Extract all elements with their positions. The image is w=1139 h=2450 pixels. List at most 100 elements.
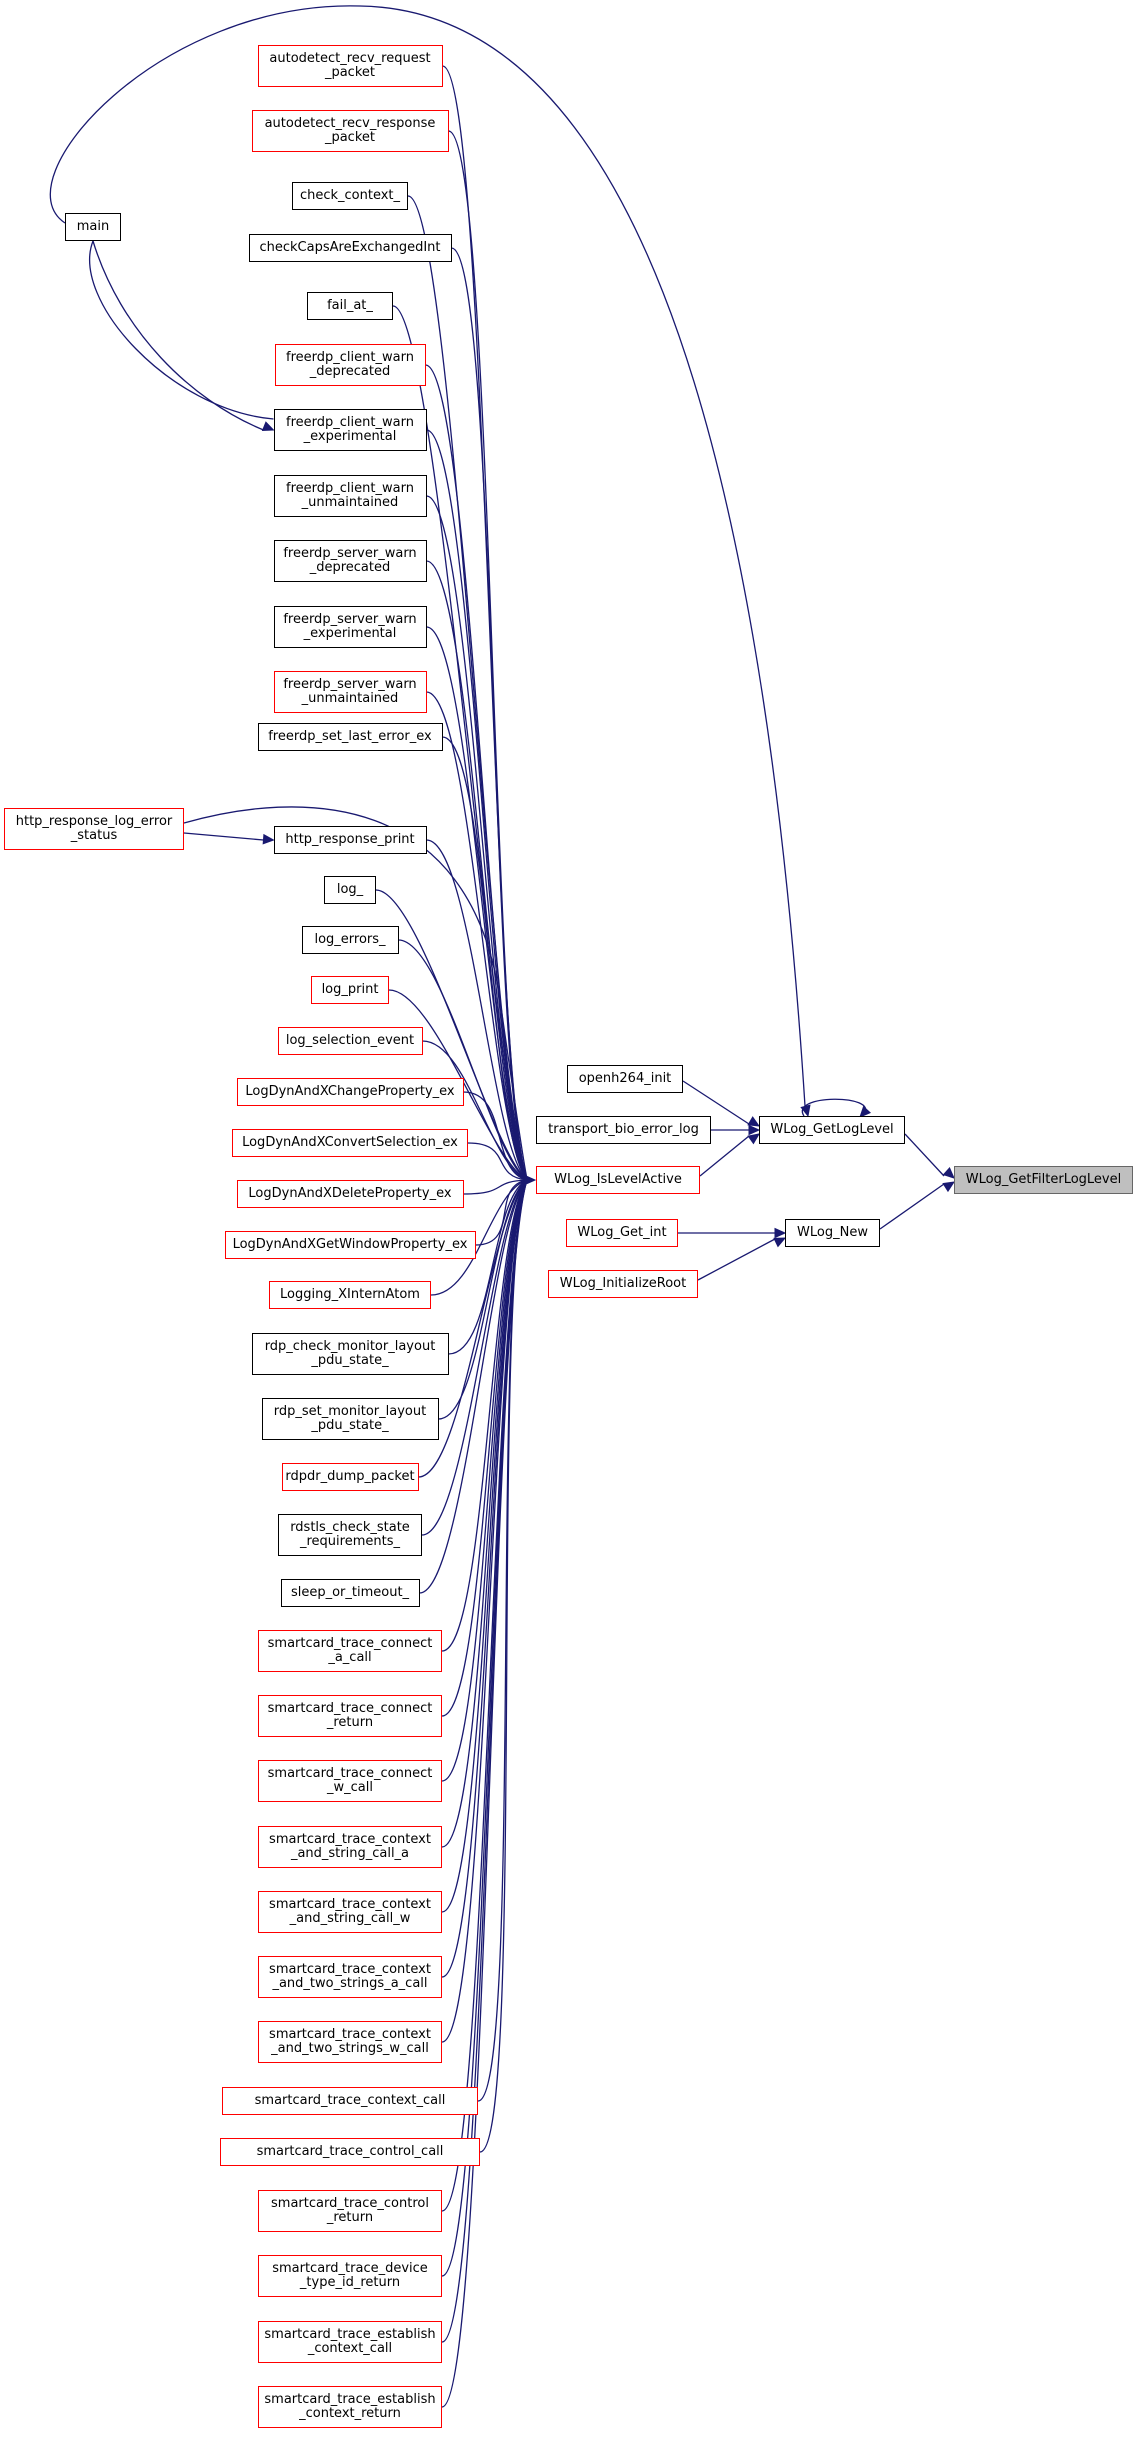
edge-c11 (442, 736, 528, 1181)
edge-client-warn-experimental-main (89, 240, 274, 420)
edge-get-log-level-target (904, 1133, 945, 1177)
node-smartcard-trace-context-call[interactable]: smartcard_trace_context_call (222, 2087, 478, 2115)
edge-http-response-log-error-status-is-level-active (183, 806, 528, 1180)
edge-http-response-log-error-status-print (183, 832, 264, 841)
arrow-get-log-level-self (859, 1105, 872, 1118)
node-smartcard-trace-establish-context-call[interactable]: smartcard_trace_establish _context_call (258, 2321, 442, 2363)
edge-c27 (441, 1179, 528, 1652)
call-edges (49, 5, 956, 2408)
node-smartcard-trace-connect-a-call[interactable]: smartcard_trace_connect _a_call (258, 1630, 442, 1672)
node-freerdp-client-warn-experimental[interactable]: freerdp_client_warn _experimental (273, 409, 427, 451)
edge-c17 (463, 1091, 528, 1181)
node-openh264-init[interactable]: openh264_init (567, 1065, 683, 1093)
node-smartcard-trace-connect-return[interactable]: smartcard_trace_connect _return (258, 1695, 442, 1737)
node-smartcard-trace-context-and-two-strings-a-call[interactable]: smartcard_trace_context _and_two_strings… (258, 1956, 442, 1998)
node-log-print[interactable]: log_print (311, 976, 389, 1004)
edge-c01 (448, 130, 528, 1181)
node-autodetect-recv-response-packet[interactable]: autodetect_recv_response _packet (251, 110, 449, 152)
node-freerdp-server-warn-experimental[interactable]: freerdp_server_warn _experimental (273, 606, 427, 648)
node-rdstls-check-state-requirements[interactable]: rdstls_check_state _requirements_ (278, 1514, 422, 1556)
node-wlog-islevelactive[interactable]: WLog_IsLevelActive (536, 1166, 700, 1194)
node-wlog-new[interactable]: WLog_New (785, 1219, 880, 1247)
edge-c15 (388, 989, 528, 1181)
node-transport-bio-error-log[interactable]: transport_bio_error_log (536, 1116, 711, 1144)
arrow-initialize-root-new (773, 1237, 787, 1248)
node-log-selection-event[interactable]: log_selection_event (277, 1027, 423, 1055)
edge-c33 (441, 1179, 528, 2043)
edge-c12 (426, 839, 528, 1181)
edge-c26 (419, 1179, 528, 1594)
edge-c22 (448, 1179, 528, 1355)
edge-c18 (467, 1142, 528, 1181)
node-logdynandxchangeproperty-ex[interactable]: LogDynAndXChangeProperty_ex (236, 1078, 464, 1106)
node-freerdp-client-warn-unmaintained[interactable]: freerdp_client_warn _unmaintained (273, 475, 427, 517)
edge-c39 (441, 1179, 528, 2408)
edge-c32 (441, 1179, 528, 1978)
node-smartcard-trace-control-call[interactable]: smartcard_trace_control_call (220, 2138, 480, 2166)
arrow-client-warn-experimental (261, 421, 275, 431)
edge-c07 (426, 495, 528, 1181)
node-smartcard-trace-establish-context-return[interactable]: smartcard_trace_establish _context_retur… (258, 2386, 442, 2428)
node-smartcard-trace-context-and-string-call-a[interactable]: smartcard_trace_context _and_string_call… (258, 1826, 442, 1868)
edge-c00 (442, 65, 528, 1181)
node-smartcard-trace-device-type-id-return[interactable]: smartcard_trace_device _type_id_return (258, 2255, 442, 2297)
edge-c25 (421, 1179, 528, 1536)
edge-c21 (430, 1179, 528, 1296)
node-http-response-print[interactable]: http_response_print (273, 826, 427, 854)
node-freerdp-server-warn-deprecated[interactable]: freerdp_server_warn _deprecated (273, 540, 427, 582)
arrow-get-log-level-target (942, 1167, 955, 1179)
node-logdynandxdeleteproperty-ex[interactable]: LogDynAndXDeleteProperty_ex (236, 1180, 464, 1208)
edge-c24 (418, 1179, 528, 1478)
edge-is-level-active-get-log-level (699, 1135, 750, 1177)
node-logging-xinternatom[interactable]: Logging_XInternAtom (269, 1281, 431, 1309)
edge-main-get-log-level (49, 5, 806, 1107)
edge-c29 (441, 1179, 528, 1782)
edge-c06 (426, 429, 528, 1181)
node-wlog-initializeroot[interactable]: WLog_InitializeRoot (548, 1270, 698, 1298)
edge-openh264-init (682, 1080, 750, 1125)
node-fail-at[interactable]: fail_at_ (307, 292, 393, 320)
edge-get-log-level-self (801, 1098, 867, 1117)
node-freerdp-set-last-error-ex[interactable]: freerdp_set_last_error_ex (257, 723, 443, 751)
node-rdpdr-dump-packet[interactable]: rdpdr_dump_packet (281, 1463, 419, 1491)
arrow-transport-bio-error-log (748, 1124, 761, 1136)
edge-c05 (425, 364, 528, 1181)
edge-c31 (441, 1179, 528, 1913)
node-sleep-or-timeout[interactable]: sleep_or_timeout_ (280, 1579, 420, 1607)
node-http-response-log-error-status[interactable]: http_response_log_error _status (4, 808, 184, 850)
edge-main-client-warn-experimental (92, 240, 264, 431)
node-wlog-getloglevel[interactable]: WLog_GetLogLevel (759, 1116, 905, 1144)
arrow-get-int-new (774, 1227, 787, 1239)
node-rdp-set-monitor-layout-pdu-state[interactable]: rdp_set_monitor_layout _pdu_state_ (261, 1398, 439, 1440)
node-wlog-getfilterloglevel: WLog_GetFilterLogLevel (954, 1166, 1133, 1194)
node-logdynandxconvertselection-ex[interactable]: LogDynAndXConvertSelection_ex (232, 1129, 468, 1157)
arrow-new-target (942, 1181, 956, 1193)
node-main[interactable]: main (65, 213, 121, 241)
node-logdynandxgetwindowproperty-ex[interactable]: LogDynAndXGetWindowProperty_ex (224, 1231, 476, 1259)
edge-c23 (438, 1179, 528, 1420)
edge-c28 (441, 1179, 528, 1717)
edge-c30 (441, 1179, 528, 1848)
node-wlog-get-int[interactable]: WLog_Get_int (566, 1219, 678, 1247)
arrow-is-level-active-get-log-level (747, 1133, 760, 1145)
edge-c16 (422, 1040, 528, 1181)
node-freerdp-client-warn-deprecated[interactable]: freerdp_client_warn _deprecated (274, 344, 426, 386)
arrow-openh264-init (747, 1116, 761, 1127)
edge-c19 (463, 1179, 528, 1195)
node-check-context[interactable]: check_context_ (292, 182, 408, 210)
node-smartcard-trace-connect-w-call[interactable]: smartcard_trace_connect _w_call (258, 1760, 442, 1802)
node-log-errors[interactable]: log_errors_ (301, 926, 399, 954)
node-log[interactable]: log_ (324, 876, 376, 904)
node-checkcapsareexchangedint[interactable]: checkCapsAreExchangedInt (248, 234, 452, 262)
node-smartcard-trace-context-and-two-strings-w-call[interactable]: smartcard_trace_context _and_two_strings… (258, 2021, 442, 2063)
edge-c09 (426, 626, 528, 1181)
node-smartcard-trace-context-and-string-call-w[interactable]: smartcard_trace_context _and_string_call… (258, 1891, 442, 1933)
edge-new-target (879, 1183, 945, 1230)
node-autodetect-recv-request-packet[interactable]: autodetect_recv_request _packet (257, 45, 443, 87)
edge-initialize-root-new (697, 1238, 776, 1281)
node-rdp-check-monitor-layout-pdu-state[interactable]: rdp_check_monitor_layout _pdu_state_ (251, 1333, 449, 1375)
edge-c14 (398, 939, 528, 1181)
node-freerdp-server-warn-unmaintained[interactable]: freerdp_server_warn _unmaintained (273, 671, 427, 713)
node-smartcard-trace-control-return[interactable]: smartcard_trace_control _return (258, 2190, 442, 2232)
